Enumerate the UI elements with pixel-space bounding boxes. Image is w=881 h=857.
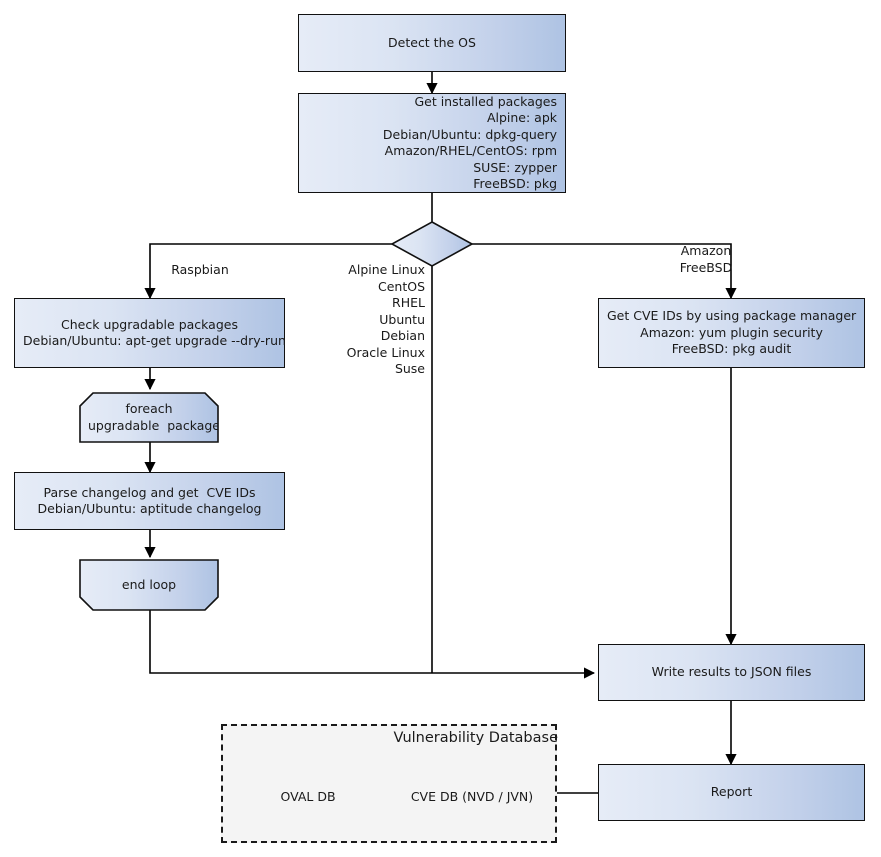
decision-diamond <box>390 221 474 267</box>
node-report-label: Report <box>710 784 753 800</box>
node-end-loop-label: end loop <box>121 576 177 592</box>
edge-label-amazon-freebsd: Amazon FreeBSD <box>679 243 733 275</box>
node-report[interactable]: Report <box>598 764 865 821</box>
node-foreach-loop[interactable]: foreach upgradable packages <box>80 393 218 442</box>
node-parse-changelog-label: Parse changelog and get CVE IDs Debian/U… <box>37 484 262 517</box>
edge-label-middle-os-list: Alpine Linux CentOS RHEL Ubuntu Debian O… <box>346 262 425 376</box>
endloop-shape <box>79 559 219 611</box>
node-write-results[interactable]: Write results to JSON files <box>598 644 865 701</box>
node-foreach-loop-label: foreach upgradable packages <box>88 401 227 433</box>
edge-decision-raspbian <box>144 243 392 300</box>
node-get-cve-ids-label: Get CVE IDs by using package manager Ama… <box>607 308 857 357</box>
vulnerability-database-title: Vulnerability Database <box>393 730 558 746</box>
edge-decision-amazon <box>472 243 737 300</box>
node-get-cve-ids[interactable]: Get CVE IDs by using package manager Ama… <box>598 298 865 368</box>
node-parse-changelog[interactable]: Parse changelog and get CVE IDs Debian/U… <box>14 472 285 530</box>
foreach-shape <box>79 392 219 443</box>
node-detect-the-os-label: Detect the OS <box>388 34 476 50</box>
node-check-upgradable-packages[interactable]: Check upgradable packages Debian/Ubuntu:… <box>14 298 286 368</box>
node-write-results-label: Write results to JSON files <box>651 664 812 680</box>
oval-db-label: OVAL DB <box>280 789 336 804</box>
node-get-installed-packages-label: Get installed packages Alpine: apk Debia… <box>382 93 557 192</box>
vulnerability-database-container <box>221 724 557 843</box>
node-detect-the-os[interactable]: Detect the OS <box>298 14 566 72</box>
cve-db-label: CVE DB (NVD / JVN) <box>410 789 534 804</box>
node-get-installed-packages[interactable]: Get installed packages Alpine: apk Debia… <box>298 93 566 193</box>
edge-endloop-to-write <box>149 610 596 679</box>
node-check-upgradable-packages-label: Check upgradable packages Debian/Ubuntu:… <box>23 316 286 349</box>
edge-label-raspbian: Raspbian <box>171 262 229 277</box>
node-end-loop[interactable]: end loop <box>80 560 218 610</box>
